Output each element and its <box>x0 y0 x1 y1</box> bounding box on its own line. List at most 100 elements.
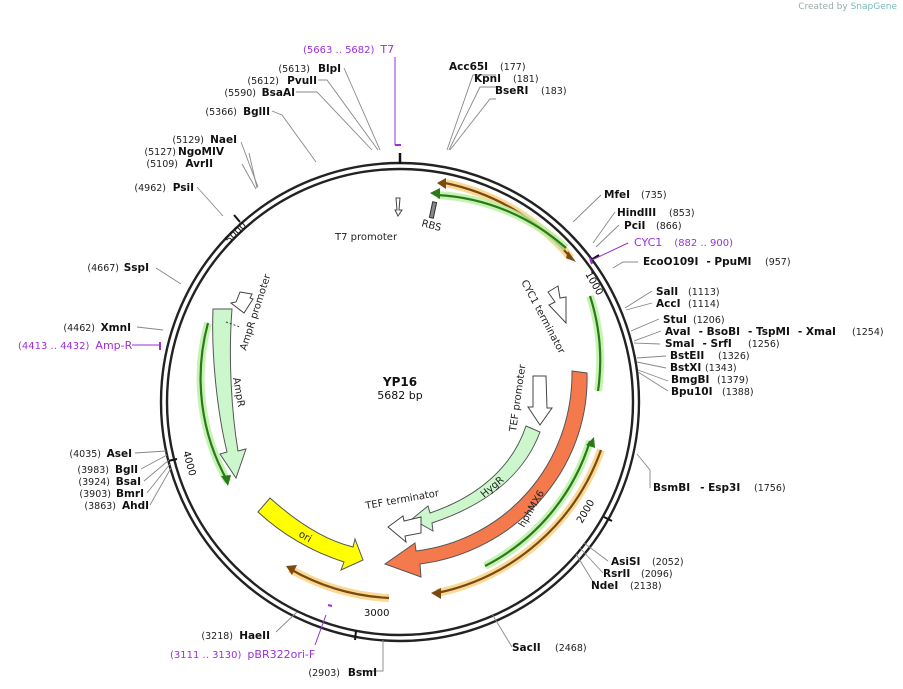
site-bmgbi: BmgBI (1379) <box>671 374 749 386</box>
primer-amp-r: (4413 .. 4432)Amp-R <box>18 339 161 352</box>
svg-text:(2468): (2468) <box>555 643 587 654</box>
credit-brand: SnapGene <box>850 2 897 12</box>
site-bsai: (3924)BsaI <box>78 476 141 488</box>
svg-text:TEF promoter: TEF promoter <box>508 363 529 434</box>
feature-ampr: AmpR <box>212 308 247 480</box>
svg-text:(1254): (1254) <box>852 327 884 338</box>
snapgene-credit: Created by SnapGene <box>798 2 897 12</box>
site-stui: StuI(1206) <box>663 314 725 326</box>
site-kpni: KpnI (181) <box>474 73 539 85</box>
svg-text:BlpI: BlpI <box>318 63 341 75</box>
svg-text:(177): (177) <box>500 62 526 73</box>
feature-ampr-promoter: AmpR promoter <box>229 272 274 352</box>
svg-text:(957): (957) <box>765 257 791 268</box>
svg-text:(4413 .. 4432)Amp-R: (4413 .. 4432)Amp-R <box>18 339 133 352</box>
svg-text:(3903): (3903) <box>79 489 111 500</box>
site-hindiii: HindIII(853) <box>617 207 695 219</box>
svg-text:KpnI: KpnI <box>474 73 501 85</box>
site-asei: (4035)AseI <box>69 448 132 460</box>
svg-text:AccI: AccI <box>656 298 680 310</box>
svg-text:(3983): (3983) <box>77 465 109 476</box>
svg-text:(5613): (5613) <box>278 64 310 75</box>
svg-text:(4035): (4035) <box>69 449 101 460</box>
svg-text:(181): (181) <box>513 74 539 85</box>
svg-text:(5663 .. 5682)T7: (5663 .. 5682)T7 <box>303 43 394 56</box>
svg-text:StuI: StuI <box>663 314 687 326</box>
site-pcii: PciI (866) <box>624 220 682 232</box>
site-ngomiv: (5127)NgoMIV <box>144 146 224 158</box>
site-sspi: (4667)SspI <box>87 262 149 274</box>
site-psii: (4962) PsiI <box>134 182 194 194</box>
svg-text:(3863): (3863) <box>84 501 116 512</box>
site-bgli: (3983)BglI <box>77 464 138 476</box>
svg-text:BglII: BglII <box>243 106 270 118</box>
svg-text:(866): (866) <box>656 221 682 232</box>
svg-text:(1343): (1343) <box>705 363 737 374</box>
site-acc65i: Acc65I(177) <box>449 61 526 73</box>
svg-text:4000: 4000 <box>180 450 197 477</box>
primer-cyc1: CYC1(882 .. 900) <box>589 236 733 265</box>
svg-text:SalI: SalI <box>656 286 678 298</box>
svg-text:AvaI- BsoBI- TspMI- XmaI: AvaI- BsoBI- TspMI- XmaI <box>665 326 836 338</box>
site-avai: AvaI- BsoBI- TspMI- XmaI (1254) <box>665 326 884 338</box>
site-bpu10i: Bpu10I(1388) <box>671 386 754 398</box>
site-blpi: (5613) BlpI <box>278 63 341 75</box>
site-acci: AccI (1114) <box>656 298 720 310</box>
site-bmri: (3903)BmrI <box>79 488 144 500</box>
svg-text:PvuII: PvuII <box>287 75 317 87</box>
svg-text:BmgBI: BmgBI <box>671 374 709 386</box>
site-avrii: (5109)AvrII <box>146 158 213 170</box>
svg-text:3000: 3000 <box>364 608 389 619</box>
svg-text:(1756): (1756) <box>754 483 786 494</box>
feature-rbs: RBS <box>420 201 442 234</box>
svg-text:BsmBI- Esp3I: BsmBI- Esp3I <box>653 482 740 494</box>
svg-text:(4962): (4962) <box>134 183 166 194</box>
tick-3000: 3000 <box>354 608 389 641</box>
svg-text:NaeI: NaeI <box>210 134 237 146</box>
svg-text:SspI: SspI <box>124 262 149 274</box>
site-rsrii: RsrII(2096) <box>603 568 673 580</box>
svg-text:SacII: SacII <box>512 642 541 654</box>
svg-text:(5590): (5590) <box>224 88 256 99</box>
site-ecoo109i: EcoO109I- PpuMI (957) <box>643 256 791 268</box>
plasmid-name: YP16 <box>382 375 417 389</box>
svg-text:(1256): (1256) <box>748 339 780 350</box>
svg-text:NdeI: NdeI <box>591 580 618 592</box>
svg-text:(2096): (2096) <box>641 569 673 580</box>
svg-text:BsaI: BsaI <box>116 476 141 488</box>
svg-text:BseRI: BseRI <box>495 85 528 97</box>
primer-t7: (5663 .. 5682)T7 <box>303 43 401 146</box>
svg-text:(5109): (5109) <box>146 159 178 170</box>
svg-text:(4462): (4462) <box>63 323 95 334</box>
svg-text:(735): (735) <box>641 190 667 201</box>
svg-text:(1379): (1379) <box>717 375 749 386</box>
site-xmni: (4462)XmnI <box>63 322 131 334</box>
site-ahdi: (3863)AhdI <box>84 500 149 512</box>
svg-text:(183): (183) <box>541 86 567 97</box>
backbone-inner <box>165 167 635 637</box>
svg-text:EcoO109I- PpuMI: EcoO109I- PpuMI <box>643 256 751 268</box>
primer-pbr322ori-f: (3111 .. 3130)pBR322ori-F <box>170 604 333 661</box>
svg-text:(2903): (2903) <box>308 668 340 679</box>
site-sali: SalI (1113) <box>656 286 720 298</box>
svg-text:PciI: PciI <box>624 220 645 232</box>
svg-text:(2138): (2138) <box>630 581 662 592</box>
svg-text:AmpR: AmpR <box>230 377 246 408</box>
site-bsteii: BstEII(1326) <box>670 350 750 362</box>
svg-text:PsiI: PsiI <box>173 182 194 194</box>
svg-text:BsaAI: BsaAI <box>262 87 295 99</box>
svg-text:(853): (853) <box>669 208 695 219</box>
feature-cyc1-terminator: CYC1 terminator <box>518 278 567 356</box>
svg-text:(1114): (1114) <box>688 299 720 310</box>
site-bsaai: (5590) BsaAI <box>224 87 295 99</box>
site-asisi: AsiSI(2052) <box>611 556 684 568</box>
site-naei: (5129)NaeI <box>172 134 237 146</box>
svg-text:MfeI: MfeI <box>604 189 630 201</box>
site-smai: SmaI- SrfI(1256) <box>665 338 780 350</box>
site-sacii: SacII (2468) <box>512 642 587 654</box>
svg-text:(1113): (1113) <box>688 287 720 298</box>
site-haeii: (3218)HaeII <box>201 630 270 642</box>
feature-tef-promoter: TEF promoter <box>508 363 553 434</box>
site-bsmbi: BsmBI- Esp3I (1756) <box>653 482 786 494</box>
site-bsmi: (2903)BsmI <box>308 667 377 679</box>
